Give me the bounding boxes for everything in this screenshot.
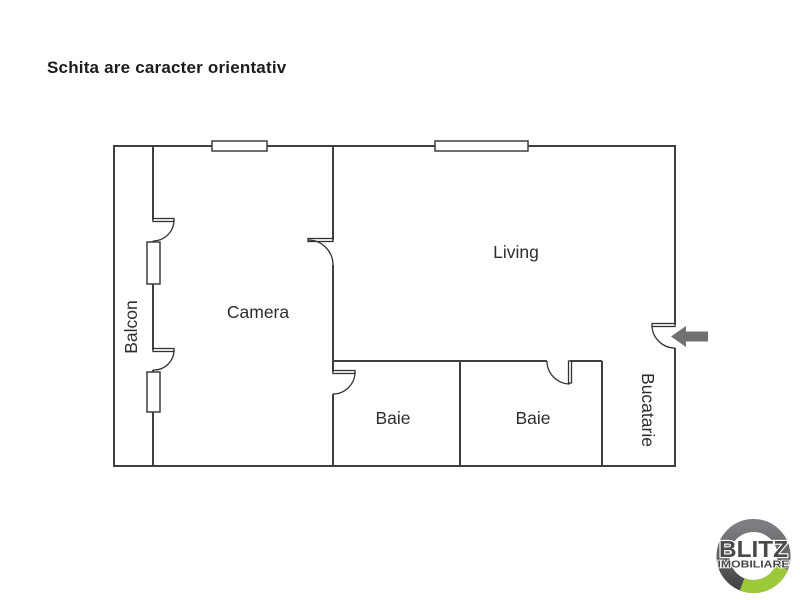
- room-labels: Balcon Camera Living Baie Baie Bucatarie: [121, 242, 658, 447]
- disclaimer-text: Schita are caracter orientativ: [47, 58, 287, 77]
- logo-green-arc-icon: [739, 564, 788, 593]
- agency-logo: BLITZ IMOBILIARE: [707, 510, 800, 600]
- logo-subtitle-text: IMOBILIARE: [718, 559, 790, 571]
- door-arc-icon: [651, 324, 676, 349]
- windows: [146, 140, 529, 413]
- doors: [152, 217, 676, 395]
- door-leaf-icon: [651, 322, 676, 328]
- door-leaf-icon: [152, 217, 175, 223]
- door-leaf-icon: [332, 369, 356, 375]
- room-label-balcon: Balcon: [121, 300, 141, 354]
- room-label-camera: Camera: [227, 302, 290, 322]
- door-leaf-icon: [567, 360, 573, 384]
- door-arc-icon: [152, 219, 175, 242]
- room-label-baie-left: Baie: [375, 408, 410, 428]
- logo-brand-text: BLITZ: [719, 536, 788, 562]
- door-arc-icon: [307, 239, 334, 266]
- room-label-baie-right: Baie: [515, 408, 550, 428]
- window-icon: [434, 140, 529, 152]
- blitz-logo-graphic: BLITZ IMOBILIARE: [716, 519, 791, 593]
- room-label-living: Living: [493, 242, 539, 262]
- outer-wall: [113, 145, 676, 467]
- door-arc-icon: [152, 349, 175, 371]
- window-icon: [146, 371, 161, 413]
- window-icon: [211, 140, 268, 152]
- window-icon: [146, 241, 161, 285]
- entrance-arrow-icon: [671, 326, 708, 347]
- door-leaf-icon: [152, 347, 175, 353]
- door-arc-icon: [332, 371, 356, 395]
- walls: [113, 145, 676, 467]
- door-arc-icon: [546, 360, 571, 385]
- room-label-bucatarie: Bucatarie: [638, 373, 658, 447]
